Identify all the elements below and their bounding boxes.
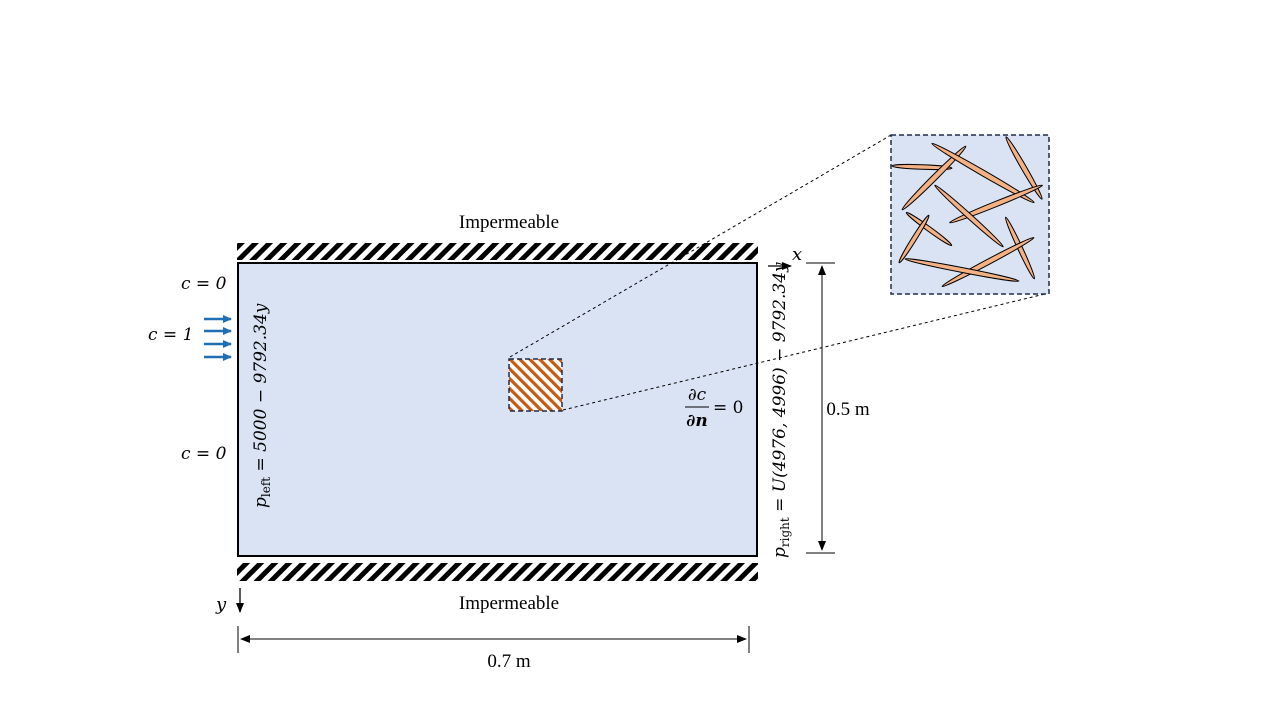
p-right-symbol: p <box>770 547 790 558</box>
fiber <box>934 184 1004 248</box>
c-inlet-label: c = 1 <box>148 325 193 345</box>
top-wall-label: Impermeable <box>459 212 559 233</box>
y-axis-label: y <box>215 594 227 615</box>
dcdn-rhs: = 0 <box>713 398 743 418</box>
bottom-wall <box>237 563 758 581</box>
fiber <box>891 163 953 171</box>
sample-region <box>508 358 563 412</box>
p-left-symbol: p <box>251 497 271 508</box>
c-bottom-label: c = 0 <box>181 444 227 464</box>
top-wall <box>237 243 758 260</box>
p-right-label: pright = U(4976, 4996) − 9792.34y <box>770 262 792 558</box>
fiber-group <box>891 136 1043 288</box>
fiber <box>931 142 1035 204</box>
fiber <box>905 211 953 247</box>
p-right-expression: = U(4976, 4996) − 9792.34y <box>770 262 790 517</box>
x-axis-label: x <box>792 244 802 265</box>
porous-domain <box>237 262 758 557</box>
zero-flux-condition: ∂c ∂n = 0 <box>685 385 743 431</box>
p-left-label: pleft = 5000 − 9792.34y <box>251 303 273 508</box>
zoom-line-bottom <box>562 292 1050 411</box>
p-right-subscript: right <box>778 517 792 547</box>
inlet-arrows <box>204 315 232 361</box>
fiber <box>901 145 967 211</box>
p-left-subscript: left <box>259 477 273 497</box>
fiber <box>1005 136 1043 200</box>
fiber <box>898 214 930 264</box>
c-top-label: c = 0 <box>181 274 227 294</box>
p-left-expression: = 5000 − 9792.34y <box>251 303 271 477</box>
fiber <box>941 236 1035 288</box>
dcdn-numerator: ∂c <box>688 385 707 405</box>
zoom-line-top <box>509 134 892 358</box>
fiber <box>949 184 1043 224</box>
dcdn-denominator: ∂n <box>686 411 707 431</box>
height-dim-label: 0.5 m <box>826 399 870 420</box>
width-dim-label: 0.7 m <box>487 651 531 672</box>
fiber <box>904 258 1020 282</box>
bottom-wall-label: Impermeable <box>459 593 559 614</box>
